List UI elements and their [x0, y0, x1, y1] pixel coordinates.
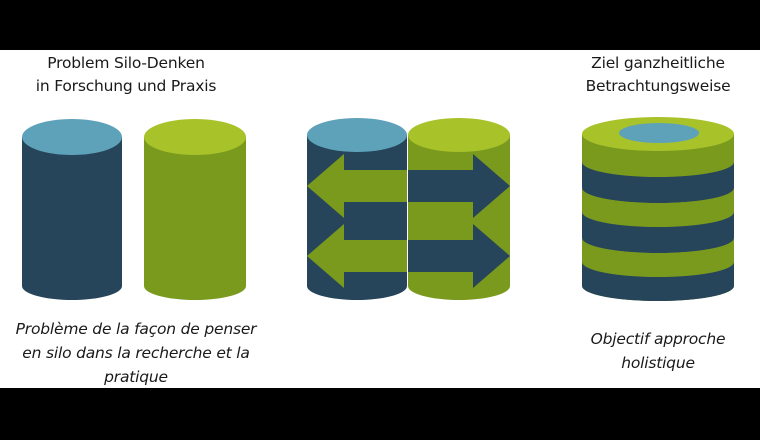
stripe-dark-2	[582, 212, 734, 253]
goal-caption: Objectif approche holistique	[548, 327, 760, 375]
problem-caption: Problème de la façon de penser en silo d…	[0, 317, 272, 389]
goal-title: Ziel ganzheitliche Betrachtungsweise	[540, 52, 760, 98]
bottom-black-bar	[0, 388, 760, 440]
goal-caption-line-2: holistique	[621, 354, 695, 372]
left-arrows-group	[307, 154, 407, 288]
green-silo-cylinder	[144, 119, 246, 300]
holistic-top-core	[619, 123, 699, 143]
right-arrow-icon-lower	[408, 224, 510, 288]
right-arrow-icon-upper	[408, 154, 510, 218]
top-black-bar	[0, 0, 760, 50]
problem-title: Problem Silo-Denken in Forschung und Pra…	[8, 52, 244, 98]
problem-caption-line-3: pratique	[104, 368, 168, 386]
problem-title-line-2: in Forschung und Praxis	[35, 77, 217, 95]
stripe-green-3	[582, 238, 734, 277]
problem-caption-line-2: en silo dans la recherche et la	[22, 344, 250, 362]
goal-title-line-2: Betrachtungsweise	[585, 77, 731, 95]
green-exchange-cylinder	[408, 135, 510, 300]
holistic-cylinder	[582, 117, 734, 301]
dark-exchange-cylinder	[307, 135, 407, 300]
stripe-green-2	[582, 188, 734, 227]
problem-title-line-1: Problem Silo-Denken	[47, 54, 205, 72]
stripe-dark-1	[582, 162, 734, 203]
goal-caption-line-1: Objectif approche	[590, 330, 726, 348]
green-exchange-top	[408, 118, 510, 152]
right-arrows-group	[408, 154, 510, 288]
dark-exchange-top	[307, 118, 407, 152]
left-arrow-icon-upper	[307, 154, 407, 218]
goal-title-line-1: Ziel ganzheitliche	[591, 54, 725, 72]
stripe-dark-3	[582, 262, 734, 301]
left-arrow-icon-lower	[307, 224, 407, 288]
dark-silo-cylinder	[22, 119, 122, 300]
problem-caption-line-1: Problème de la façon de penser	[15, 320, 257, 338]
